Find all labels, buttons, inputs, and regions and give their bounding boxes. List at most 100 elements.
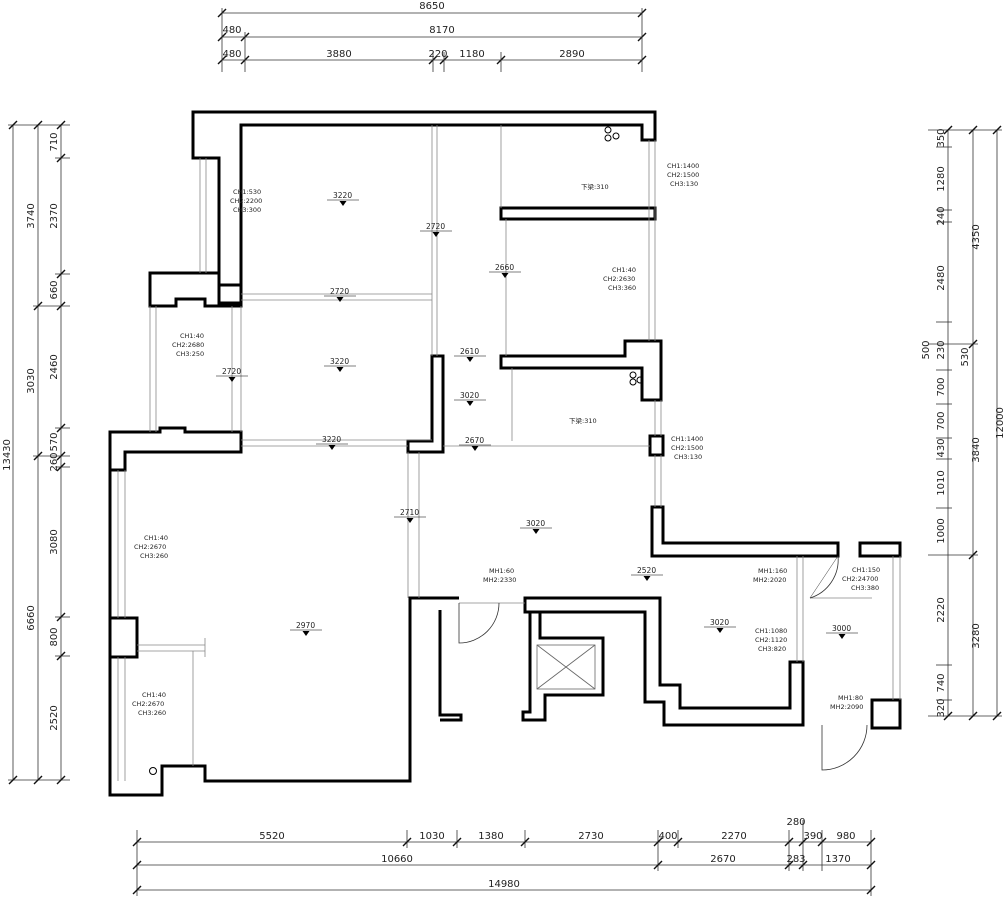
dim-bottom-r2-3: 1370 [825,854,850,865]
dim-top-r3-4: 2890 [559,49,584,60]
room-note-7-ch1: CH1:150 [852,566,880,574]
ceiling-mark: 3020 [454,391,486,406]
room-note-6-ch1: CH1:40 [142,691,166,699]
room-note-5-ch3: CH3:260 [140,552,168,560]
ceiling-mark-label: 3020 [526,519,545,528]
ceiling-mark: 2670 [459,436,491,451]
room-note-8-ch3: CH3:820 [758,645,786,653]
ceiling-mark-label: 2520 [637,566,656,575]
dim-right-in-1: 1280 [936,166,947,191]
dim-right-in-0: 350 [936,128,947,147]
room-note-2-ch2: CH2:2630 [603,275,635,283]
room-notes: CH1:530 CH2:2200 CH3:300 CH1:1400 CH2:15… [132,162,880,717]
dim-right-in-5: 230 [936,340,947,359]
ceiling-mark: 3000 [826,624,858,639]
ceiling-mark: 3220 [324,357,356,372]
ceiling-mark-label: 3020 [460,391,479,400]
fixtures [149,126,644,775]
bottom-dimension-chains: 5520 1030 1380 2730 400 2270 280 390 980… [132,817,876,896]
dim-left-in-4: 570 [49,432,60,451]
dim-bottom-overall: 14980 [488,879,520,890]
ceiling-mark: 2720 [216,367,248,382]
dim-right-in-10: 1010 [936,470,947,495]
dim-bottom-r1-6: 280 [786,817,805,828]
window-sill-notes: 下梁:310 下梁:310 [569,182,609,425]
ceiling-mark-label: 3000 [832,624,851,633]
dim-right-in-12: 2220 [936,597,947,622]
dim-right-in-14: 320 [936,698,947,717]
room-note-3-ch2: CH2:2680 [172,341,204,349]
dim-bottom-r2-1: 2670 [710,854,735,865]
door-note-2-mh1: MH1:80 [838,694,863,702]
ceiling-mark-label: 2720 [222,367,241,376]
room-note-3-ch3: CH3:250 [176,350,204,358]
dim-left-mid-0: 3740 [26,203,37,228]
room-note-1-ch2: CH2:1500 [667,171,699,179]
door-note-0-mh2: MH2:2330 [483,576,516,584]
room-note-3-ch1: CH1:40 [180,332,204,340]
dim-bottom-r1-4: 400 [658,831,677,842]
door-note-2-mh2: MH2:2090 [830,703,863,711]
ceiling-mark-triangle [302,631,310,636]
room-note-6-ch3: CH3:260 [138,709,166,717]
dim-right-in-7: 700 [936,377,947,396]
ceiling-mark: 3020 [704,618,736,633]
walls [108,110,902,797]
ceiling-mark: 3220 [327,191,359,206]
dim-left-in-7: 800 [49,627,60,646]
room-note-8-ch1: CH1:1080 [755,627,787,635]
room-note-8-ch2: CH2:1120 [755,636,787,644]
window-sill-note-0: 下梁:310 [581,182,609,191]
ceiling-mark: 2970 [290,621,322,636]
ceiling-mark-triangle [643,576,651,581]
ceiling-mark-label: 2660 [495,263,514,272]
dim-left-in-6: 3080 [49,529,60,554]
ceiling-mark-triangle [838,634,846,639]
room-note-7-ch2: CH2:24700 [842,575,878,583]
dim-left-mid-2: 6660 [26,605,37,630]
ceiling-mark-triangle [336,367,344,372]
dim-top-r2-0: 480 [222,25,241,36]
ceiling-mark-label: 2670 [465,436,484,445]
room-note-4-ch2: CH2:1500 [671,444,703,452]
door-note-1-mh1: MH1:160 [758,567,787,575]
door-swings [458,555,868,771]
window-lines [117,125,901,781]
right-dimension-chains: 12000 4350 3840 3280 350 1280 240 2480 5… [921,125,1005,721]
ceiling-mark: 3220 [316,435,348,450]
door-notes: MH1:60 MH2:2330 MH1:160 MH2:2020 MH1:80 … [483,567,863,711]
ceiling-mark: 2710 [394,508,426,523]
room-note-2-ch3: CH3:360 [608,284,636,292]
dim-right-in-13: 740 [936,673,947,692]
dim-right-overall: 12000 [995,407,1005,439]
dim-right-in-11: 1000 [936,518,947,543]
dim-left-in-8: 2520 [49,705,60,730]
ceiling-mark-label: 3220 [330,357,349,366]
dim-right-in-3: 2480 [936,265,947,290]
ceiling-mark-triangle [466,357,474,362]
ceiling-mark: 2720 [420,222,452,237]
dim-right-mid-0: 4350 [971,224,982,249]
dim-left-in-5: 260 [49,452,60,471]
ceiling-mark: 2610 [454,347,486,362]
ceiling-mark-label: 2720 [426,222,445,231]
stair-core [536,644,596,690]
dim-bottom-r2-0: 10660 [381,854,413,865]
room-note-0-ch2: CH2:2200 [230,197,262,205]
dim-left-overall: 13430 [2,439,13,471]
dim-right-in-2: 240 [936,206,947,225]
dim-left-in-3: 2460 [49,354,60,379]
ceiling-mark-triangle [328,445,336,450]
dim-bottom-r1-8: 980 [836,831,855,842]
ceiling-mark: 2660 [489,263,521,278]
top-dimension-chains: 8650 480 8170 480 3880 220 1180 2890 [217,1,647,72]
ceiling-mark-triangle [532,529,540,534]
dim-bottom-r1-1: 1030 [419,831,444,842]
ceiling-mark-triangle [501,273,509,278]
room-note-5-ch2: CH2:2670 [134,543,166,551]
room-note-7-ch3: CH3:380 [851,584,879,592]
ceiling-mark-label: 3220 [333,191,352,200]
dim-top-r3-3: 1180 [459,49,484,60]
